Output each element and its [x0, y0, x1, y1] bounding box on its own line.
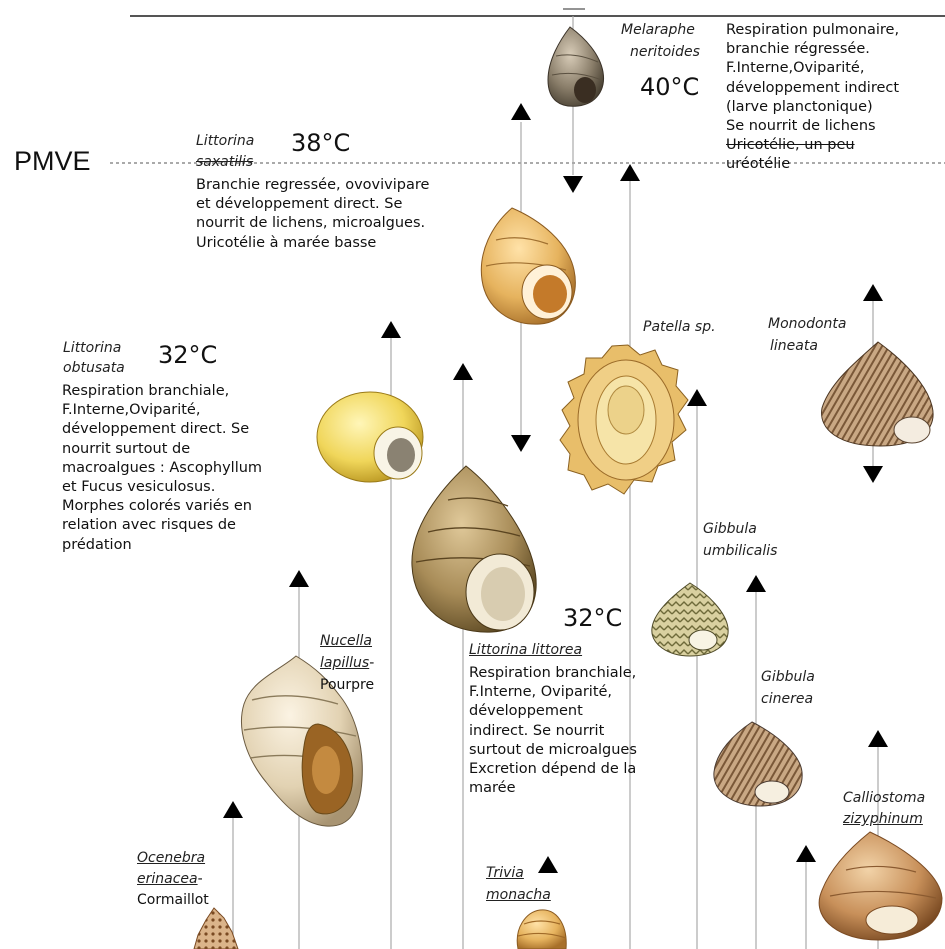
desc-littorea: Respiration branchiale, F.Interne, Ovipa… [469, 664, 637, 798]
species-name-monodonta-2: lineata [770, 337, 818, 356]
arrow-down-melaraphe [563, 176, 583, 193]
species-name-nucella-1: Nucella [320, 632, 372, 651]
species-name-calliostoma-2: zizyphinum [843, 810, 923, 829]
temp-littorea: 32°C [563, 604, 622, 632]
shell-melaraphe [548, 27, 604, 106]
species-name-ocenebra-1: Ocenebra [137, 849, 205, 868]
arrow-up-monodonta [863, 284, 883, 301]
species-name-gibbula-c-1: Gibbula [761, 668, 815, 687]
temp-obtusata: 32°C [158, 341, 217, 369]
species-name-gibbula-u-2: umbilicalis [703, 542, 777, 561]
species-name-gibbula-c-2: cinerea [761, 690, 813, 709]
species-name-obtusata-1: Littorina [63, 339, 121, 358]
species-name-gibbula-u-1: Gibbula [703, 520, 757, 539]
species-name-monodonta-1: Monodonta [768, 315, 846, 334]
arrow-up-ocenebra [223, 801, 243, 818]
shell-calliostoma [819, 832, 942, 940]
species-name-ocenebra-2: erinacea- [137, 870, 203, 889]
shell-littorea [412, 466, 536, 632]
temp-melaraphe: 40°C [640, 73, 699, 101]
arrow-up-saxatilis [511, 103, 531, 120]
species-name-trivia-2: monacha [486, 886, 551, 905]
desc-saxatilis: Branchie regressée, ovovivipare et dével… [196, 176, 429, 253]
species-name-obtusata-2: obtusata [63, 359, 125, 378]
temp-saxatilis: 38°C [291, 129, 350, 157]
common-name-ocenebra: Cormaillot [137, 891, 209, 910]
arrow-up-calliostoma [868, 730, 888, 747]
common-name-nucella: Pourpre [320, 676, 374, 695]
shell-monodonta [822, 342, 934, 446]
shell-gibbula-c [714, 722, 802, 806]
arrow-up-calliostoma-left [796, 845, 816, 862]
shell-patella [560, 345, 688, 494]
species-name-saxatilis-1: Littorina [196, 132, 254, 151]
arrow-up-trivia [538, 856, 558, 873]
shell-saxatilis [481, 208, 575, 324]
species-name-patella: Patella sp. [643, 318, 716, 337]
shell-ocenebra [194, 908, 238, 949]
arrow-up-nucella [289, 570, 309, 587]
pmve-label: PMVE [14, 146, 91, 177]
species-name-melaraphe-1: Melaraphe [621, 21, 695, 40]
arrow-down-saxatilis [511, 435, 531, 452]
arrow-up-patella [620, 164, 640, 181]
species-name-melaraphe-2: neritoides [630, 43, 700, 62]
arrow-up-gibbula-u [687, 389, 707, 406]
shell-gibbula-u [652, 583, 728, 656]
species-name-nucella-2: lapillus- [320, 654, 374, 673]
species-name-saxatilis-2: saxatilis [196, 153, 253, 172]
shell-trivia [517, 910, 566, 949]
arrow-up-littorea [453, 363, 473, 380]
species-name-calliostoma-1: Calliostoma [843, 789, 925, 808]
arrow-up-obtusata [381, 321, 401, 338]
desc-melaraphe: Respiration pulmonaire, branchie régress… [726, 21, 899, 175]
species-name-littorea: Littorina littorea [469, 641, 582, 660]
arrow-down-monodonta [863, 466, 883, 483]
desc-obtusata: Respiration branchiale, F.Interne,Ovipar… [62, 382, 262, 555]
shell-obtusata [317, 392, 423, 482]
arrow-up-gibbula-c [746, 575, 766, 592]
species-name-trivia-1: Trivia [486, 864, 524, 883]
